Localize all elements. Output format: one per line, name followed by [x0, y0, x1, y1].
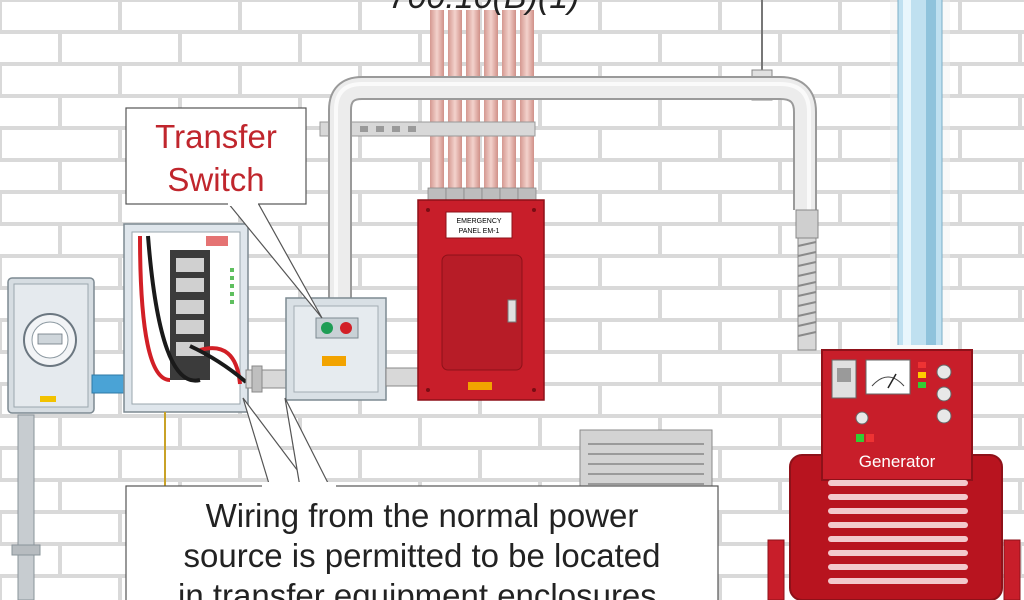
- flexible-conduit: [795, 209, 819, 351]
- wiring-note-line3: in transfer equipment enclosures.: [178, 577, 666, 600]
- code-reference: 700.10(B)(1): [389, 0, 580, 16]
- conduit-run: [328, 76, 817, 310]
- generator: Generator: [767, 349, 1021, 600]
- wiring-note-callout: Wiring from the normal power source is p…: [125, 397, 719, 600]
- utility-meter: [7, 277, 95, 600]
- status-green-icon: [321, 322, 333, 334]
- normal-panelboard: [123, 223, 249, 413]
- strut-channel: [319, 121, 536, 137]
- generator-label: Generator: [859, 452, 936, 471]
- emergency-panel-label-2: PANEL EM-1: [459, 228, 500, 235]
- transfer-switch-box: [285, 297, 387, 401]
- connector-conduit-2: [385, 367, 421, 387]
- status-red-icon: [340, 322, 352, 334]
- transfer-switch-label-line1: Transfer: [155, 118, 277, 155]
- wiring-note-line2: source is permitted to be located: [184, 537, 661, 574]
- transfer-switch-callout: Transfer Switch: [125, 107, 323, 319]
- emergency-panel: EMERGENCY PANEL EM-1: [417, 199, 545, 401]
- meter-conduit: [91, 374, 129, 394]
- emergency-panel-label-1: EMERGENCY: [456, 218, 501, 225]
- connector-conduit: [245, 365, 291, 393]
- transfer-switch-label-line2: Switch: [167, 161, 264, 198]
- wiring-note-line1: Wiring from the normal power: [206, 497, 639, 534]
- blue-pipe: [897, 0, 943, 345]
- copper-conduits: [427, 10, 537, 201]
